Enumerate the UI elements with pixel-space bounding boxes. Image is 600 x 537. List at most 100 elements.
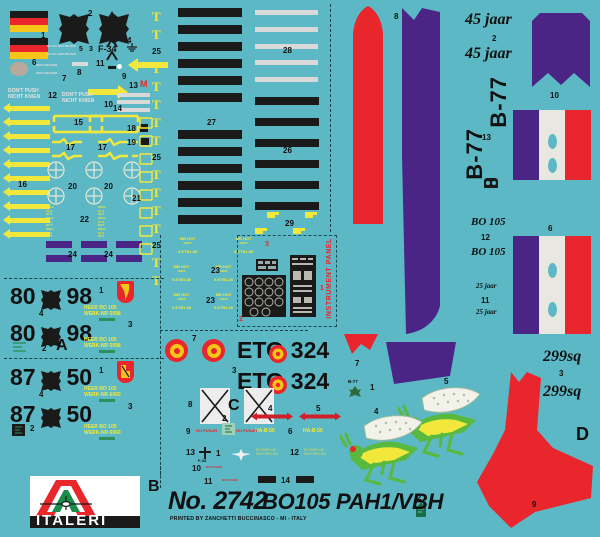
mbhot-label: MB HOT 1937F 9.ETB1.80: [172, 264, 191, 282]
black-stripe-27: [178, 25, 242, 34]
white-stripe-28: [255, 10, 318, 15]
purple-shield-10: [530, 11, 592, 89]
b77-text-1: B-77: [486, 76, 511, 128]
callout-26: 26: [283, 146, 292, 155]
callout-11: 11: [96, 59, 105, 68]
callout-25c: 25: [152, 241, 161, 250]
wegfla-text: WEG FLA KFT: [98, 227, 106, 239]
patch-8: [72, 62, 88, 66]
stripe-group-27: [178, 8, 242, 110]
italeri-logo: [30, 476, 140, 528]
yellow-arrow-16: [3, 117, 50, 127]
no-empuje-line2: PASTERE NO: [304, 452, 326, 456]
no-empuje-1: NO EMPUJE PASTERE NO: [256, 448, 278, 456]
callout-b-1: 1: [99, 366, 104, 375]
grey-dot-6: [10, 62, 28, 76]
callout-d-4: 4: [374, 407, 379, 416]
reg-80-98-a: 80 98: [10, 283, 92, 311]
callout-c-5: 5: [316, 404, 321, 413]
no-empuje-line1: NO EMPUJE: [256, 448, 276, 452]
callout-20a: 20: [68, 182, 77, 191]
callout-c-8: 8: [188, 400, 193, 409]
callout-d-9: 9: [532, 500, 537, 509]
t-glyph: T: [152, 185, 161, 200]
white-stripe-28: [255, 27, 318, 32]
balkenkreuz-1: [57, 12, 91, 46]
heer-text-2: HEER BO 105 WERK-NR 5098: [84, 337, 121, 349]
callout-a-2: 2: [42, 344, 47, 353]
green-bar-2: [99, 350, 115, 353]
circle-group-20: [46, 160, 146, 206]
bracket-column-21: [138, 8, 156, 263]
callout-d-11: 11: [481, 296, 490, 305]
dont-push-line1: DON'T PUSH: [8, 88, 39, 94]
yellow-arrow-16: [3, 103, 50, 113]
yellow-arrow-16: [3, 201, 50, 211]
t-glyph: T: [152, 221, 161, 236]
callout-d-10: 10: [550, 91, 559, 100]
purple-bar-24: [116, 241, 142, 248]
eto-t: T: [252, 337, 266, 363]
mbhot-title: MB HOT: [179, 236, 196, 241]
marker-19: [140, 138, 149, 145]
mbhot-code: 9.ETB1.80: [172, 305, 192, 310]
callout-6: 6: [32, 58, 37, 67]
black-stripe-26: [255, 202, 319, 210]
callout-c-4: 4: [268, 404, 273, 413]
mbhot-sub: 1937F: [239, 241, 248, 245]
callout-c-14: 14: [281, 476, 290, 485]
jaar45-text-2: 45 jaar: [465, 45, 512, 62]
ground-symbol: [126, 43, 138, 53]
green-marker-a: [12, 341, 28, 353]
eto-num: 324: [290, 337, 330, 363]
callout-d-7: 7: [355, 359, 360, 368]
mbhot-title: MB HOT: [173, 264, 190, 269]
red-tail-fin: [349, 6, 387, 226]
black-stripe-27: [178, 93, 242, 102]
callout-c-1: 1: [216, 449, 221, 458]
thin-line-7b: NICHT ANLEGEN: [36, 72, 58, 75]
mbhot-code: 9.ETB1.80: [172, 277, 192, 282]
callout-d-2b: 2: [417, 493, 422, 502]
instrument-panel-right: [290, 255, 316, 317]
small-balkenkreuz: [40, 370, 62, 392]
bracket-15b: [88, 114, 140, 136]
yellow-arrow-16: [3, 145, 50, 155]
mbhot-title: MB HOT: [215, 292, 232, 297]
black-stripe-27: [178, 8, 242, 17]
mbhot-label: MB HOT 1937F 9.ETB1.80: [178, 236, 197, 254]
callout-c-7: 7: [192, 334, 197, 343]
ha-b-55-1: HA-B-55: [255, 428, 275, 434]
black-stripe-26: [255, 118, 319, 126]
small-balkenkreuz: [40, 289, 62, 311]
callout-28: 28: [283, 46, 292, 55]
mbhot-sub: 1937F: [183, 241, 192, 245]
callout-25b: 25: [152, 153, 161, 162]
no-empuje-2: NO EMPUJE PASTERE NO: [304, 448, 326, 456]
black-stripe-27: [178, 181, 242, 190]
eto-t: T: [252, 368, 266, 394]
unit-shield-1: [117, 281, 134, 303]
callout-29: 29: [285, 219, 294, 228]
eto324-line-1: ETO 324: [237, 337, 329, 364]
reg-num-87: 87: [10, 401, 36, 427]
black-stripe-26: [255, 160, 319, 168]
callout-a-4: 4: [39, 309, 44, 318]
block-label-a: A: [56, 337, 68, 354]
callout-4: 4: [127, 36, 132, 45]
no-pusar-1: NO PUSAR: [196, 428, 218, 433]
dont-push2-line1: DON'T PUSH: [62, 92, 93, 98]
instrument-panel-box: [237, 235, 337, 327]
mbhot-sub: 1937F: [219, 297, 228, 301]
reg-num-50: 50: [66, 364, 93, 390]
x-marking-1: [200, 388, 230, 424]
reg-87-50-a: 87 50: [10, 364, 92, 392]
yellow-arrow-9: [128, 57, 168, 73]
mbhot-code: 9.ETB1.80: [214, 305, 234, 310]
mbhot-sub: 1937F: [219, 269, 228, 273]
callout-12: 12: [48, 91, 57, 100]
callout-19: 19: [127, 138, 136, 147]
flag-hole: [548, 158, 557, 173]
t-glyph: T: [152, 273, 161, 288]
